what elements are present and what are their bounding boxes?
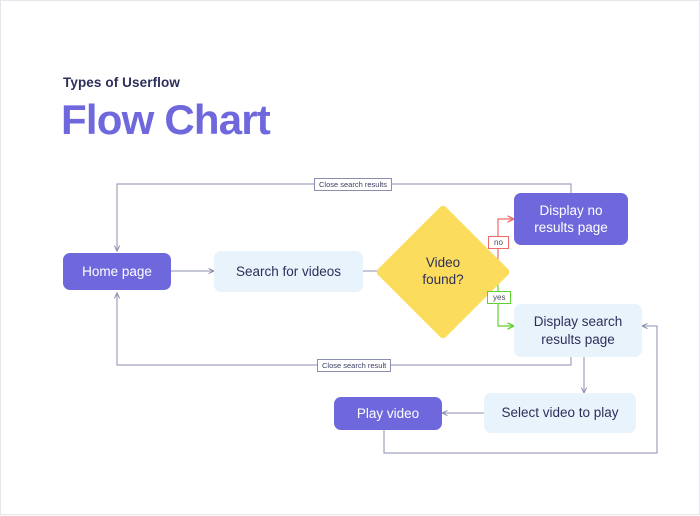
- edge-play-video-to-search-results: [383, 326, 658, 454]
- decision-label: Video found?: [422, 255, 464, 287]
- node-play-video[interactable]: Play video: [334, 397, 442, 430]
- edge-label-close-search-result: Close search result: [317, 359, 392, 372]
- node-select-video-to-play[interactable]: Select video to play: [484, 393, 636, 433]
- node-search-for-videos[interactable]: Search for videos: [214, 251, 363, 292]
- node-display-no-results-page[interactable]: Display no results page: [514, 193, 628, 245]
- node-home-page[interactable]: Home page: [63, 253, 171, 290]
- branch-label-no: no: [488, 236, 509, 249]
- node-video-found-decision[interactable]: Video found?: [375, 204, 511, 340]
- page-title: Flow Chart: [61, 96, 271, 143]
- edge-label-close-search-results: Close search results: [314, 178, 392, 191]
- page-eyebrow: Types of Userflow: [63, 75, 180, 90]
- branch-label-yes: yes: [487, 291, 512, 304]
- node-display-search-results-page[interactable]: Display search results page: [514, 304, 642, 357]
